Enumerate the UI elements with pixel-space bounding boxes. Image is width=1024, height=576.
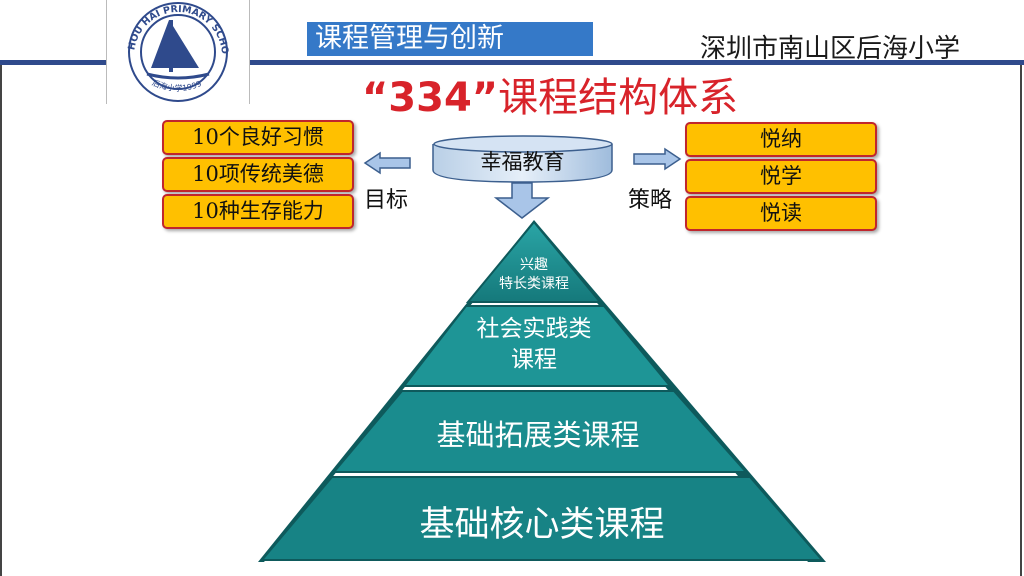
center-label: 幸福教育 [480, 150, 565, 174]
pyramid-level-1-label: 兴趣 特长类课程 [484, 256, 584, 294]
pyramid-level-1-line2: 特长类课程 [499, 276, 569, 292]
logo-panel: HOU HAI PRIMARY SCHOOL 后海小学1999 [103, 0, 250, 104]
pyramid-level-1 [465, 220, 603, 303]
right-arrow-icon [633, 147, 682, 171]
pyramid-level-3-label: 基础拓展类课程 [436, 418, 640, 452]
goal-label: 目标 [364, 188, 409, 213]
goal-box-2: 10项传统美德 [162, 157, 354, 192]
down-arrow-icon [493, 182, 551, 219]
pyramid-level-2-line2: 课程 [511, 347, 557, 373]
diagram-title-number: “334” [362, 75, 499, 121]
pyramid-level-1-line1: 兴趣 [520, 257, 548, 273]
school-logo-icon: HOU HAI PRIMARY SCHOOL 后海小学1999 [103, 0, 230, 102]
header-rule-right [248, 60, 1024, 65]
header-rule-left [0, 60, 106, 65]
school-name: 深圳市南山区后海小学 [700, 34, 961, 64]
pyramid-level-2-label: 社会实践类 课程 [444, 314, 624, 376]
strategy-box-1: 悦纳 [685, 122, 877, 157]
section-title: 课程管理与创新 [307, 22, 593, 56]
pyramid-level-4-label: 基础核心类课程 [419, 505, 665, 545]
pyramid-level-2 [401, 305, 673, 387]
pyramid [258, 220, 826, 562]
pyramid-right-face-shadow [534, 220, 826, 562]
goal-box-1: 10个良好习惯 [162, 120, 354, 155]
diagram-title: “334”课程结构体系 [362, 76, 738, 120]
strategy-box-3: 悦读 [685, 196, 877, 231]
pyramid-level-3 [331, 390, 749, 473]
frame-left-border [0, 65, 2, 576]
strategy-label: 策略 [628, 188, 673, 213]
pyramid-level-2-line1: 社会实践类 [476, 316, 592, 342]
diagram-title-text: 课程结构体系 [498, 75, 739, 121]
pyramid-level-4 [259, 476, 825, 561]
left-arrow-icon [363, 151, 411, 175]
strategy-box-2: 悦学 [685, 159, 877, 194]
center-cylinder [432, 135, 613, 183]
frame-right-border [1020, 65, 1022, 576]
goal-box-3: 10种生存能力 [162, 194, 354, 229]
